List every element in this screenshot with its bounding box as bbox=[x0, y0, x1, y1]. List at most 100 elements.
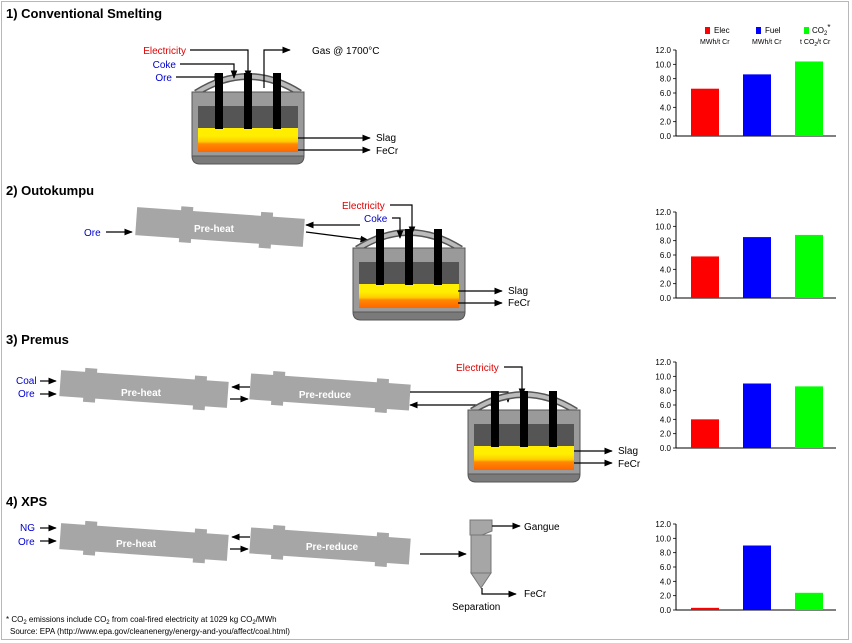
y-tick-label: 6.0 bbox=[660, 563, 672, 572]
prereduce-kiln-3 bbox=[249, 370, 411, 414]
bar-chart-2: 0.0 2.0 4.0 6.0 8.0 10.0 12.0 bbox=[655, 208, 836, 303]
legend-co2-name: CO2* bbox=[812, 23, 830, 37]
section-2-diagram: Ore Pre-heat Electricity Coke Slag FeCr bbox=[84, 201, 531, 320]
y-tick-label: 2.0 bbox=[660, 592, 672, 601]
bar-elec bbox=[691, 88, 719, 136]
y-tick-label: 6.0 bbox=[660, 251, 672, 260]
y-tick-label: 8.0 bbox=[660, 549, 672, 558]
bar-chart-4: 0.02.04.06.08.010.012.0 bbox=[655, 520, 836, 615]
ore-label-4: Ore bbox=[18, 537, 35, 548]
y-tick-label: 6.0 bbox=[660, 89, 672, 98]
coke-label-2: Coke bbox=[364, 214, 388, 225]
bar-fuel bbox=[743, 383, 771, 448]
section-4-title: 4) XPS bbox=[6, 494, 48, 509]
preheat-kiln-2 bbox=[135, 206, 305, 249]
ore-label-2: Ore bbox=[84, 228, 101, 239]
y-tick-label: 0.0 bbox=[660, 294, 672, 303]
y-tick-label: 12.0 bbox=[655, 520, 671, 529]
furnace-2 bbox=[353, 229, 465, 320]
chart-legend: Elec MWh/t Cr Fuel MWh/t Cr CO2* t CO2/t… bbox=[700, 23, 831, 48]
fecr-label-2: FeCr bbox=[508, 298, 531, 309]
bar-fuel bbox=[743, 545, 771, 610]
section-4-diagram: NG Ore Pre-heat Pre-reduce Gangue FeCr S… bbox=[18, 519, 560, 613]
section-1-title: 1) Conventional Smelting bbox=[6, 6, 162, 21]
y-tick-label: 4.0 bbox=[660, 415, 672, 424]
fecr-label-4: FeCr bbox=[524, 589, 547, 600]
legend-swatch-co2 bbox=[804, 27, 809, 34]
fecr-label-3: FeCr bbox=[618, 459, 641, 470]
y-tick-label: 4.0 bbox=[660, 265, 672, 274]
preheat-label-4: Pre-heat bbox=[116, 539, 157, 550]
coal-label-3: Coal bbox=[16, 376, 37, 387]
ng-label-4: NG bbox=[20, 523, 35, 534]
y-tick-label: 8.0 bbox=[660, 237, 672, 246]
legend-fuel-unit: MWh/t Cr bbox=[752, 39, 782, 46]
y-tick-label: 12.0 bbox=[655, 358, 671, 367]
legend-fuel-name: Fuel bbox=[765, 26, 781, 35]
slag-label-2: Slag bbox=[508, 286, 528, 297]
fecr-label-1: FeCr bbox=[376, 146, 399, 157]
bar-fuel bbox=[743, 74, 771, 136]
y-tick-label: 10.0 bbox=[655, 372, 671, 381]
bar-chart-1: 0.0 2.0 4.0 6.0 8.0 10.0 12.0 bbox=[655, 46, 836, 141]
furnace-3 bbox=[468, 391, 580, 482]
bar-fuel bbox=[743, 237, 771, 298]
preheat-kiln-3 bbox=[59, 367, 229, 411]
bar-elec bbox=[691, 607, 719, 610]
gas-label: Gas @ 1700°C bbox=[312, 46, 380, 57]
slag-label-1: Slag bbox=[376, 133, 396, 144]
slag-label-3: Slag bbox=[618, 446, 638, 457]
electricity-label-2: Electricity bbox=[342, 201, 385, 212]
section-2-title: 2) Outokumpu bbox=[6, 183, 94, 198]
preheat-kiln-4 bbox=[59, 520, 229, 564]
bar-elec bbox=[691, 419, 719, 448]
preheat-label-3: Pre-heat bbox=[121, 388, 162, 399]
y-tick-label: 2.0 bbox=[660, 118, 672, 127]
electricity-label-3: Electricity bbox=[456, 363, 499, 374]
y-tick-label: 0.0 bbox=[660, 444, 672, 453]
y-tick-label: 2.0 bbox=[660, 280, 672, 289]
y-tick-label: 2.0 bbox=[660, 430, 672, 439]
legend-elec-name: Elec bbox=[714, 26, 730, 35]
bar-co2 bbox=[795, 592, 823, 610]
legend-swatch-fuel bbox=[756, 27, 761, 34]
y-tick-label: 4.0 bbox=[660, 103, 672, 112]
y-tick-label: 0.0 bbox=[660, 132, 672, 141]
prereduce-label-4: Pre-reduce bbox=[306, 542, 359, 553]
bar-co2 bbox=[795, 61, 823, 136]
gangue-label: Gangue bbox=[524, 522, 560, 533]
prereduce-kiln-4 bbox=[249, 524, 411, 568]
bar-co2 bbox=[795, 234, 823, 298]
furnace-1 bbox=[192, 73, 304, 164]
electricity-label-1: Electricity bbox=[143, 46, 186, 57]
section-3-title: 3) Premus bbox=[6, 332, 69, 347]
y-tick-label: 10.0 bbox=[655, 222, 671, 231]
legend-swatch-elec bbox=[705, 27, 710, 34]
coke-label-1: Coke bbox=[153, 60, 177, 71]
y-tick-label: 12.0 bbox=[655, 46, 671, 55]
separator-cyclone bbox=[469, 519, 493, 589]
y-tick-label: 8.0 bbox=[660, 75, 672, 84]
section-1-diagram: Electricity Coke Ore Gas @ 1700°C Slag F… bbox=[143, 46, 399, 164]
bar-elec bbox=[691, 256, 719, 298]
y-tick-label: 12.0 bbox=[655, 208, 671, 217]
footnote-source: Source: EPA (http://www.epa.gov/cleanene… bbox=[10, 627, 290, 636]
footnote-co2: * CO2 emissions include CO2 from coal-fi… bbox=[6, 615, 277, 626]
y-tick-label: 10.0 bbox=[655, 534, 671, 543]
legend-co2-unit: t CO2/t Cr bbox=[800, 39, 831, 48]
y-tick-label: 4.0 bbox=[660, 577, 672, 586]
y-tick-label: 6.0 bbox=[660, 401, 672, 410]
ore-label-1: Ore bbox=[155, 73, 172, 84]
legend-elec-unit: MWh/t Cr bbox=[700, 39, 730, 46]
section-3-diagram: Coal Ore Pre-heat Pre-reduce Electricity… bbox=[16, 363, 641, 482]
ore-label-3: Ore bbox=[18, 389, 35, 400]
preheat-label-2: Pre-heat bbox=[194, 224, 235, 235]
y-tick-label: 8.0 bbox=[660, 387, 672, 396]
prereduce-label-3: Pre-reduce bbox=[299, 390, 352, 401]
y-tick-label: 10.0 bbox=[655, 60, 671, 69]
bar-chart-3: 0.0 2.0 4.0 6.0 8.0 10.0 12.0 bbox=[655, 358, 836, 453]
separation-label: Separation bbox=[452, 602, 500, 613]
bar-co2 bbox=[795, 386, 823, 448]
